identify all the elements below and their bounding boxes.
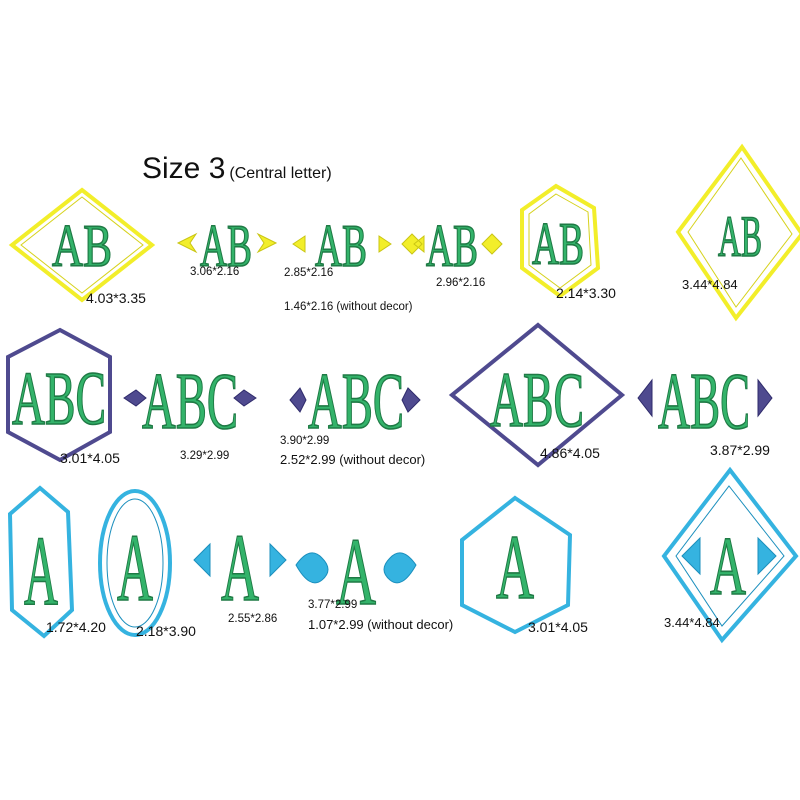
decor-right bbox=[757, 378, 773, 418]
design-5-hexagon-ab: AB bbox=[520, 183, 601, 299]
size-title: Size 3 bbox=[142, 152, 226, 185]
dim-label: 4.03*3.35 bbox=[86, 290, 146, 306]
dim-label: 3.01*4.05 bbox=[528, 619, 588, 635]
decor-right bbox=[481, 233, 503, 255]
decor-right bbox=[256, 232, 278, 254]
dim-label: 2.55*2.86 bbox=[228, 613, 278, 625]
design-6-diamond-ab: AB bbox=[675, 143, 800, 322]
monogram-abc: ABC bbox=[308, 358, 404, 446]
design-15-decor-a: A bbox=[295, 517, 417, 626]
monogram-ab: AB bbox=[426, 213, 478, 279]
monogram-ab: AB bbox=[532, 211, 584, 277]
design-3-decor-ab: AB bbox=[292, 212, 392, 280]
decor-left bbox=[681, 536, 701, 576]
decor-right bbox=[757, 536, 777, 576]
decor-right bbox=[269, 542, 287, 578]
monogram-abc: ABC bbox=[658, 358, 750, 446]
monogram-abc: ABC bbox=[142, 358, 238, 446]
monogram-ab: AB bbox=[315, 213, 367, 279]
design-16-hexagon-a: A bbox=[460, 495, 573, 635]
decor-left bbox=[193, 542, 211, 578]
design-11-decor-abc: ABC bbox=[637, 357, 773, 447]
dim-label: 3.29*2.99 bbox=[180, 450, 230, 462]
monogram-a: A bbox=[24, 515, 58, 626]
decor-left bbox=[176, 232, 198, 254]
dim-label: 2.85*2.16 bbox=[284, 267, 334, 279]
monogram-abc: ABC bbox=[12, 357, 106, 441]
decor-left bbox=[123, 389, 147, 407]
monogram-a: A bbox=[117, 514, 153, 621]
decor-left bbox=[292, 235, 306, 253]
dim-label: 3.01*4.05 bbox=[60, 450, 120, 466]
dim-label: 3.44*4.84 bbox=[664, 615, 720, 630]
decor-right bbox=[233, 389, 257, 407]
monogram-abc: ABC bbox=[490, 356, 584, 443]
dim-label: 2.18*3.90 bbox=[136, 623, 196, 639]
dim-label: 1.72*4.20 bbox=[46, 619, 106, 635]
decor-left bbox=[295, 552, 329, 584]
decor-right bbox=[383, 552, 417, 584]
dim-label: 3.87*2.99 bbox=[710, 442, 770, 458]
monogram-ab: AB bbox=[52, 213, 112, 279]
design-4-decor-ab: AB bbox=[401, 212, 503, 280]
design-14-decor-a: A bbox=[193, 513, 287, 622]
design-9-decor-abc: ABC bbox=[289, 357, 421, 447]
dim-label: 4.86*4.05 bbox=[540, 445, 600, 461]
dim-label: 2.96*2.16 bbox=[436, 277, 486, 289]
design-10-diamond-abc: ABC bbox=[448, 322, 626, 468]
dim-note: 1.07*2.99 (without decor) bbox=[308, 617, 454, 632]
dim-label: 2.14*3.30 bbox=[556, 285, 616, 301]
design-17-diamond-a: A bbox=[661, 466, 799, 644]
dim-label: 3.77*2.99 bbox=[308, 599, 358, 611]
size-subtitle: (Central letter) bbox=[229, 165, 332, 182]
decor-left bbox=[637, 378, 653, 418]
monogram-a: A bbox=[336, 518, 376, 625]
monogram-a: A bbox=[496, 516, 534, 618]
decor-left bbox=[289, 387, 307, 413]
design-12-tall-hexagon-a: A bbox=[7, 485, 75, 639]
page-title: Size 3(Central letter) bbox=[142, 152, 332, 186]
design-2-decor-ab: AB bbox=[176, 212, 278, 280]
dim-note: 2.52*2.99 (without decor) bbox=[280, 452, 426, 467]
dim-label: 3.44*4.84 bbox=[682, 277, 738, 292]
dim-label: 3.06*2.16 bbox=[190, 266, 240, 278]
design-7-hexagon-abc: ABC bbox=[6, 327, 112, 463]
design-8-decor-abc: ABC bbox=[123, 357, 257, 447]
monogram-ab: AB bbox=[718, 204, 762, 269]
dim-note: 1.46*2.16 (without decor) bbox=[284, 301, 413, 313]
monogram-a: A bbox=[710, 520, 746, 613]
monogram-a: A bbox=[221, 514, 259, 621]
dim-label: 3.90*2.99 bbox=[280, 435, 330, 447]
design-1-diamond-ab: AB bbox=[8, 187, 156, 303]
decor-left bbox=[401, 233, 425, 255]
design-13-oval-a: A bbox=[98, 489, 172, 637]
monogram-ab: AB bbox=[200, 213, 252, 279]
decor-right bbox=[378, 235, 392, 253]
decor-right bbox=[401, 387, 421, 413]
